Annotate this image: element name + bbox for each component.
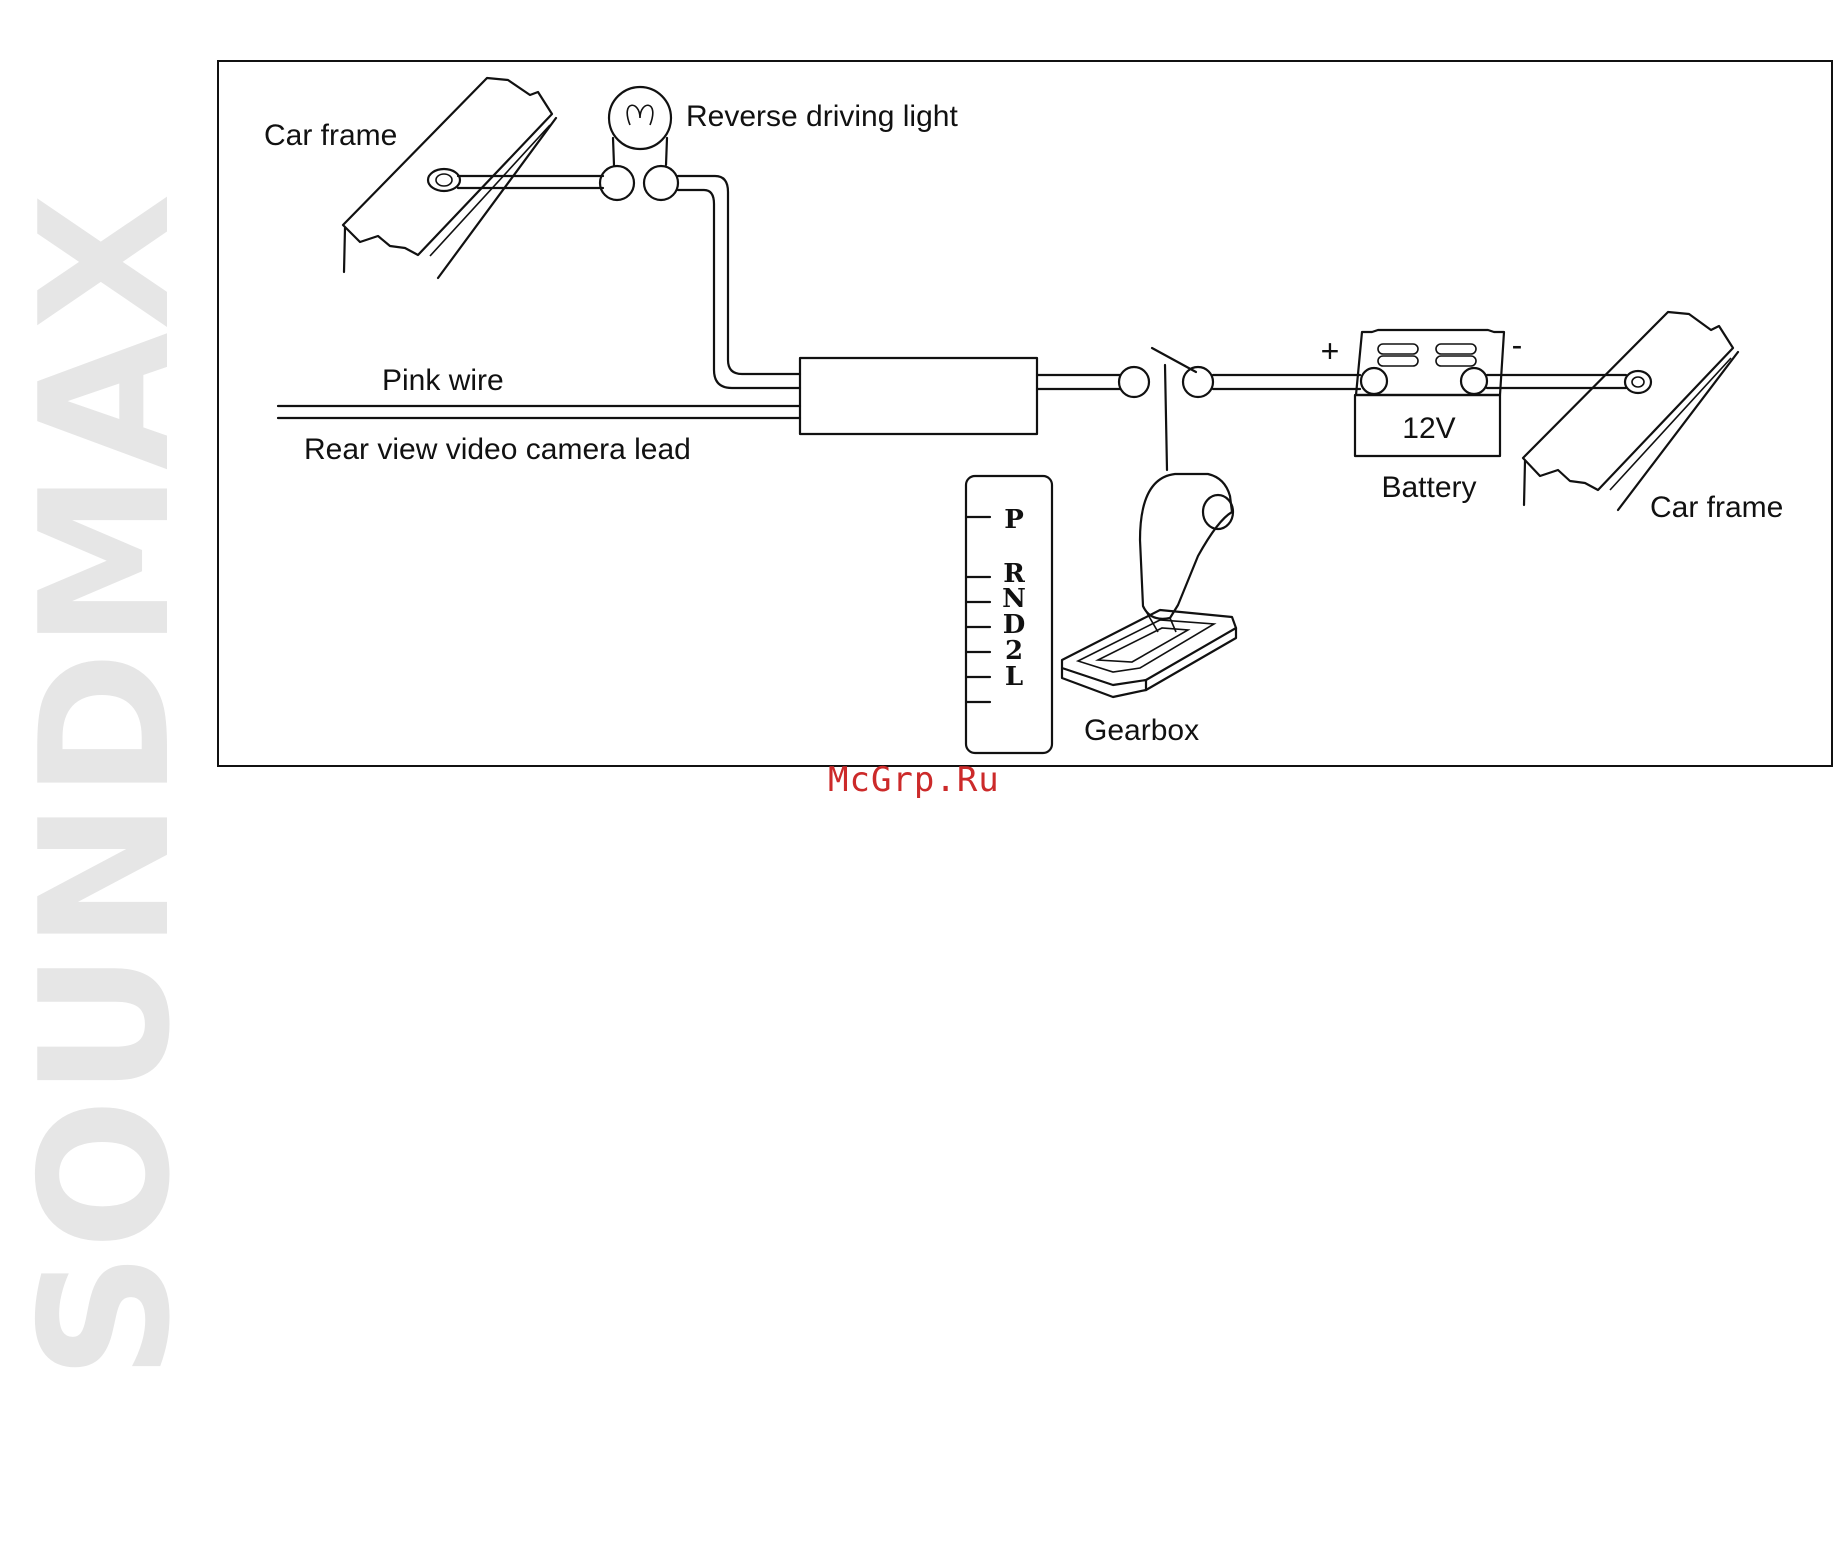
switch-wire bbox=[1037, 375, 1120, 389]
pink-wire-lead bbox=[278, 406, 800, 418]
converter-box bbox=[800, 358, 1037, 434]
battery-negative-wire bbox=[1487, 375, 1626, 388]
pink-wire-label: Pink wire bbox=[382, 364, 504, 397]
ground-wire-left bbox=[458, 176, 603, 188]
car-frame-left-label: Car frame bbox=[264, 119, 397, 152]
minus-sign: - bbox=[1512, 327, 1523, 363]
plus-sign: + bbox=[1321, 333, 1340, 369]
switch-lever bbox=[1152, 348, 1196, 372]
watermark: McGrp.Ru bbox=[828, 760, 1000, 800]
switch-terminal-left bbox=[1119, 367, 1149, 397]
reverse-light-drawing bbox=[600, 87, 678, 200]
battery-voltage-label: 12V bbox=[1402, 412, 1455, 445]
gear-shifter-drawing bbox=[1062, 474, 1236, 697]
gear-indicator-ticks bbox=[966, 517, 990, 702]
car-frame-right-label: Car frame bbox=[1650, 491, 1783, 524]
reverse-light-label: Reverse driving light bbox=[686, 100, 958, 133]
car-frame-left-drawing bbox=[343, 78, 556, 278]
gear-p: P bbox=[1004, 505, 1024, 535]
camera-lead-label: Rear view video camera lead bbox=[304, 433, 691, 466]
switch-rod bbox=[1165, 365, 1167, 470]
lamp-wire-outer bbox=[678, 176, 800, 374]
battery-label: Battery bbox=[1381, 471, 1476, 504]
switch-terminal-right bbox=[1183, 367, 1213, 397]
gear-l: L bbox=[1005, 662, 1023, 692]
battery-positive-wire bbox=[1213, 375, 1360, 389]
diagram-border bbox=[218, 61, 1832, 766]
gearbox-label: Gearbox bbox=[1084, 714, 1199, 747]
car-frame-right-drawing bbox=[1523, 312, 1738, 510]
lamp-wire-inner bbox=[678, 190, 800, 388]
